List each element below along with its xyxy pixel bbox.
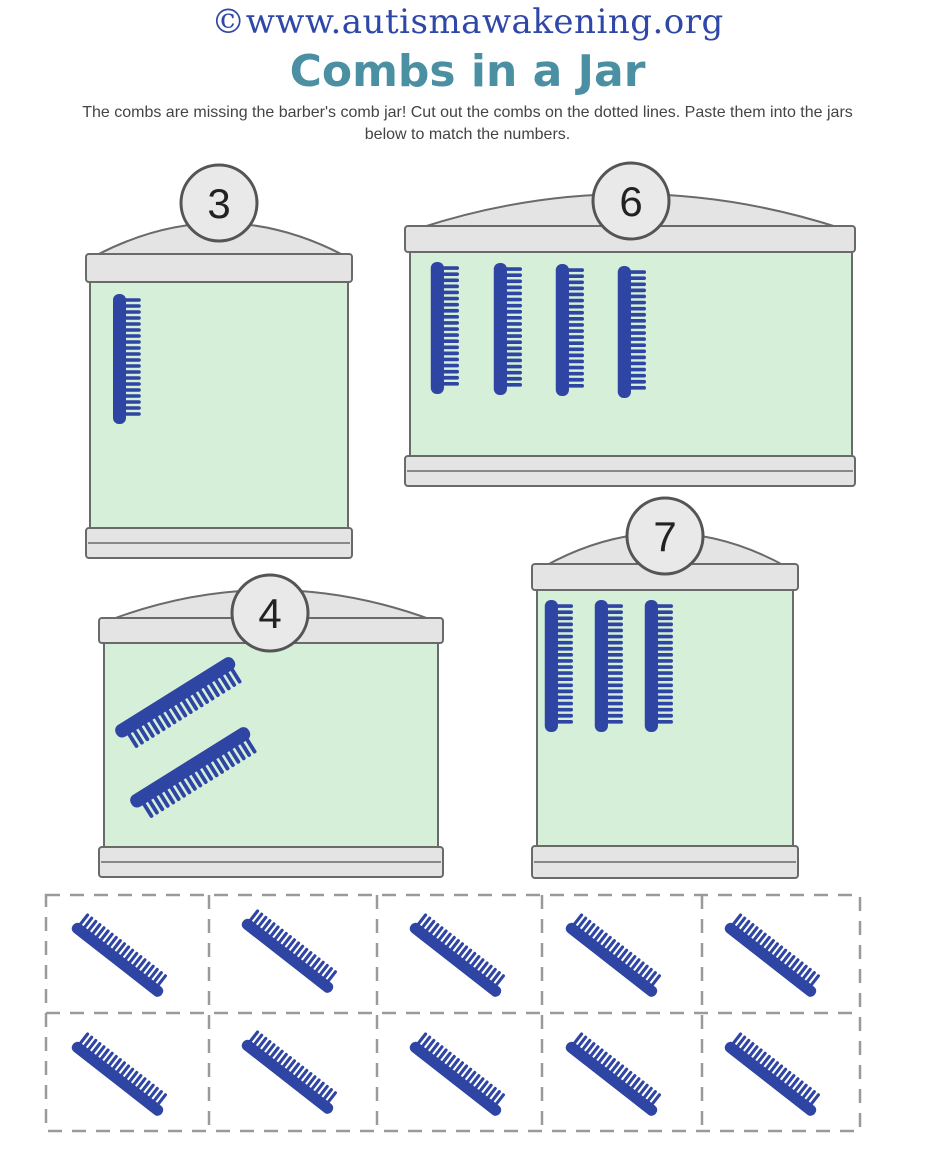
jar-6-number: 6 <box>619 178 642 225</box>
comb-icon <box>405 909 513 1001</box>
jar-4-number: 4 <box>258 590 281 637</box>
jar-7 <box>531 532 799 879</box>
comb-icon <box>720 1028 828 1120</box>
cutout-grid <box>44 893 862 1133</box>
page-title: Combs in a Jar <box>289 46 646 97</box>
comb-icon <box>67 909 175 1001</box>
jar-7-number: 7 <box>653 513 676 560</box>
comb-icon <box>237 1026 345 1118</box>
site-url: ©www.autismawakening.org <box>211 2 724 42</box>
jar-3-number: 3 <box>207 180 230 227</box>
jar-3 <box>85 222 353 559</box>
comb-icon <box>237 905 345 997</box>
jar-7-badge: 7 <box>625 496 705 576</box>
comb-icon <box>561 909 669 1001</box>
jar-3-badge: 3 <box>179 163 259 243</box>
jar-4-badge: 4 <box>230 573 310 653</box>
cutout-combs <box>67 905 828 1120</box>
jar-6-badge: 6 <box>591 161 671 241</box>
comb-icon <box>561 1028 669 1120</box>
comb-icon <box>405 1028 513 1120</box>
instructions-text: The combs are missing the barber's comb … <box>82 104 853 143</box>
comb-icon <box>67 1028 175 1120</box>
comb-icon <box>720 909 828 1001</box>
